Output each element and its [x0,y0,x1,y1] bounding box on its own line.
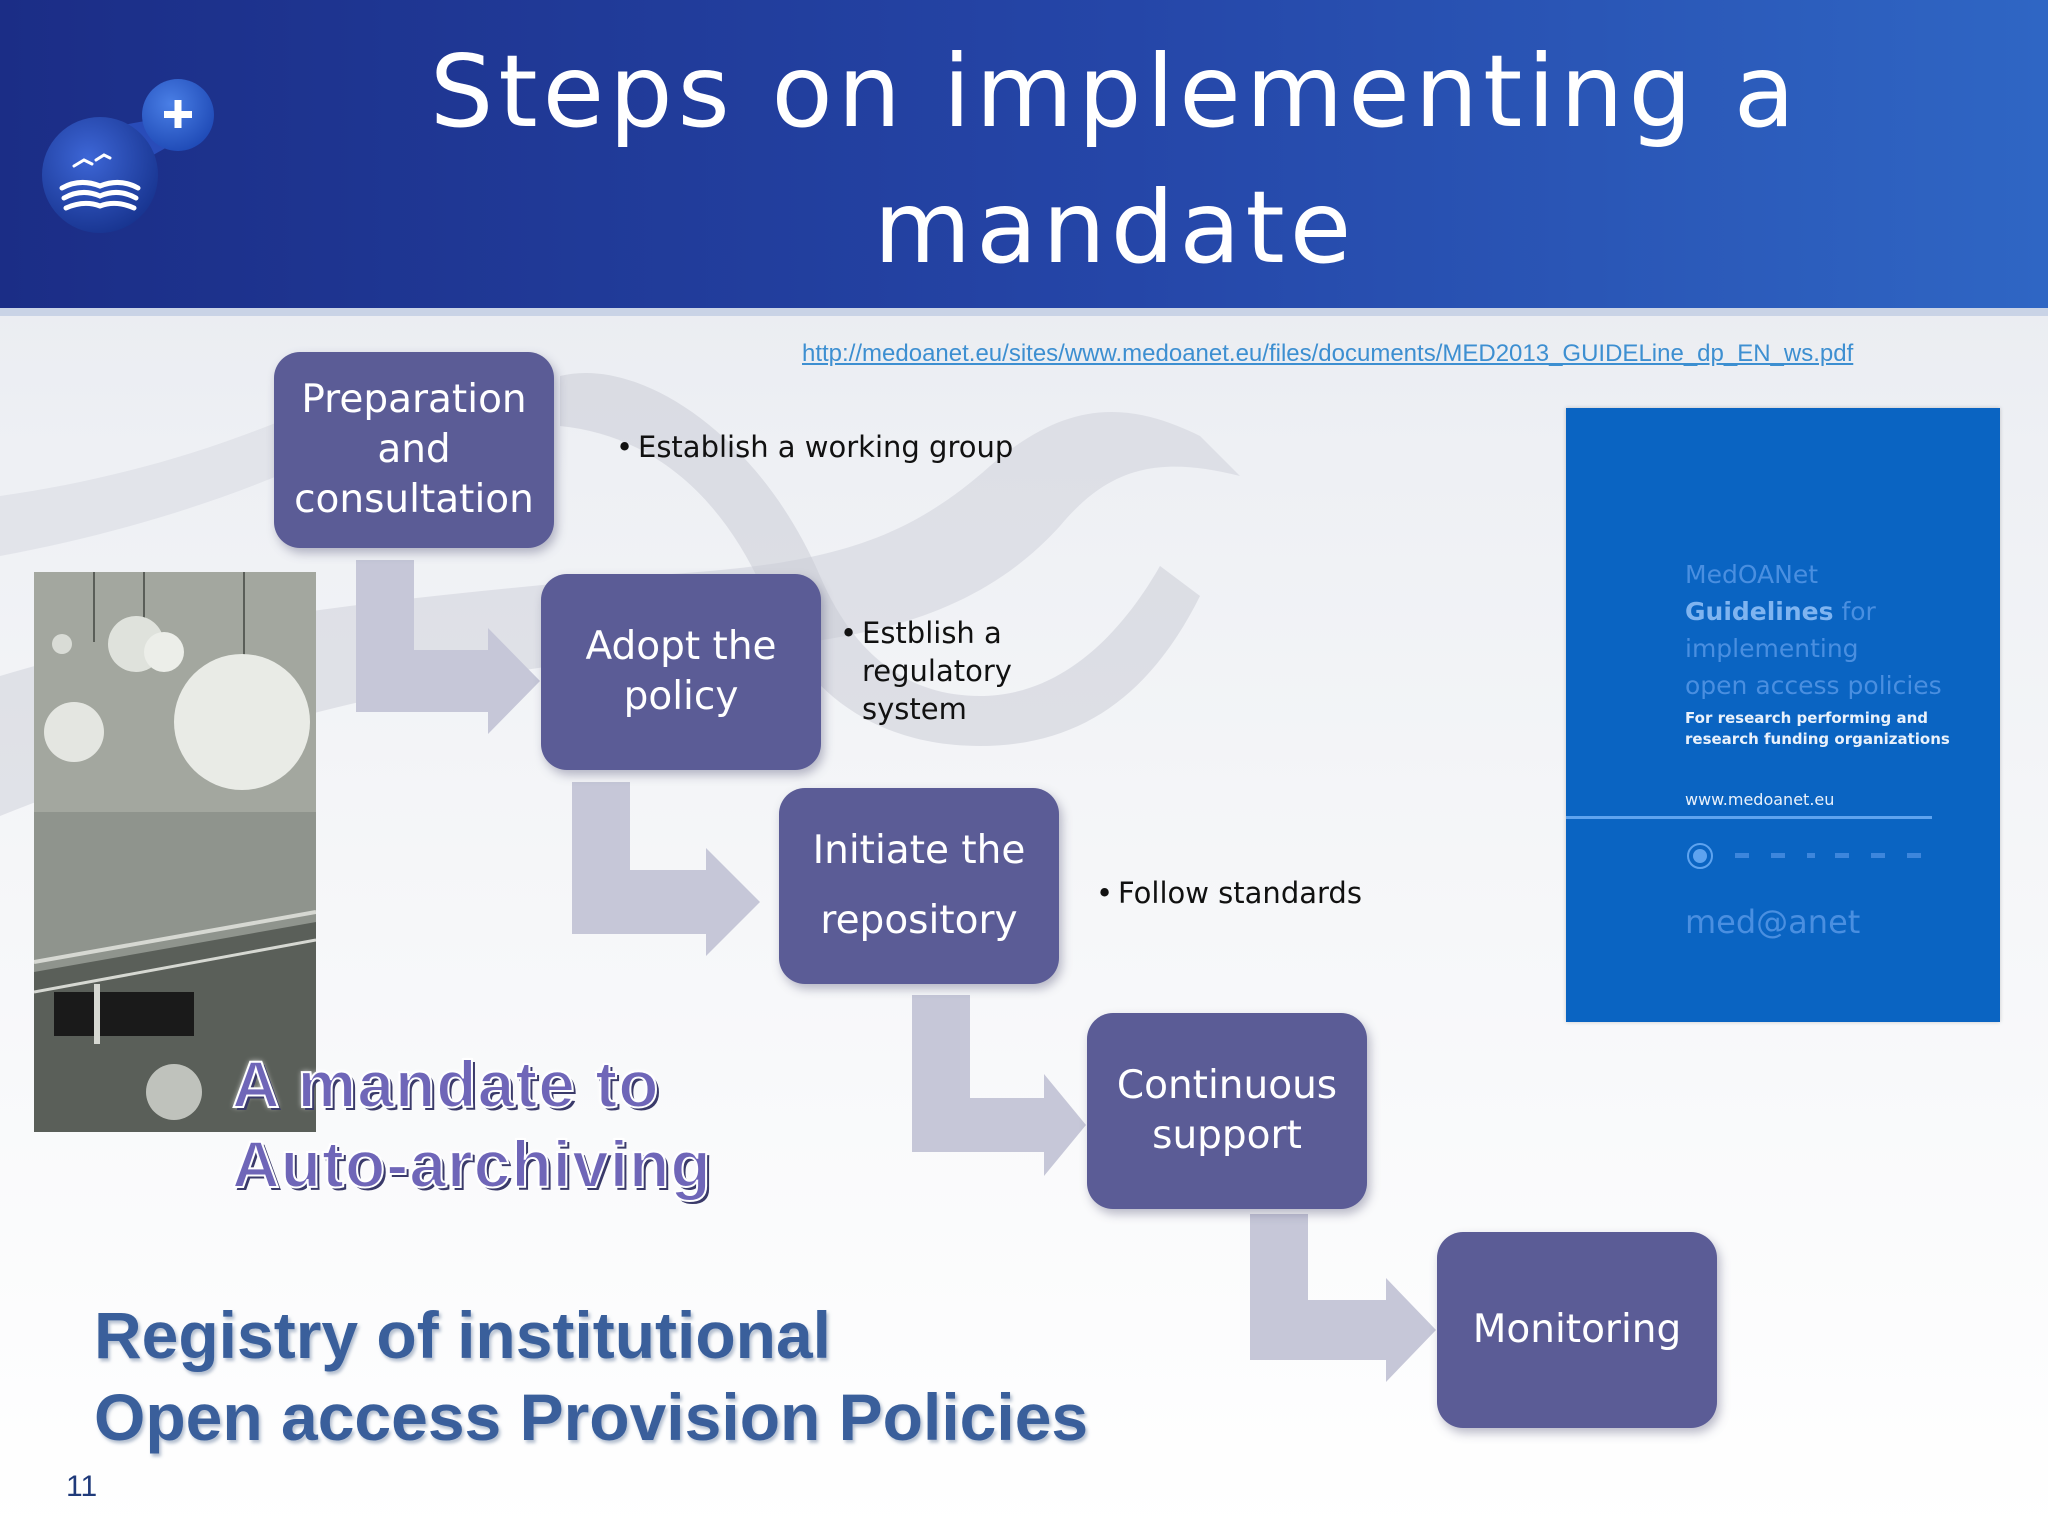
cover-title-line-1: MedOANet [1685,560,1819,589]
cover-brand-logo: med@anet [1685,903,1861,941]
step-monitoring-box: Monitoring [1437,1232,1717,1428]
cover-title-rest: for [1833,597,1876,626]
cover-title-line-3: implementing [1685,634,1859,663]
step-3-bullet: Follow standards [1096,874,1362,912]
plus-icon [164,100,192,128]
page-number: 11 [66,1470,98,1503]
registry-caption-line-1: Registry of institutional [94,1298,832,1372]
hanging-lamps-photo [34,572,316,1132]
cover-title: MedOANet Guidelines for implementing ope… [1685,556,1942,704]
cover-language-dots [1687,843,1921,869]
mandate-caption-line-1: A mandate to [231,1046,660,1122]
guidelines-cover-image: MedOANet Guidelines for implementing ope… [1566,408,2000,1022]
cover-url: www.medoanet.eu [1685,790,1835,809]
cover-title-line-2: Guidelines for [1685,593,1942,630]
step-continuous-support-box: Continuous support [1087,1013,1367,1209]
cover-subtitle-line-1: For research performing and [1685,709,1929,727]
slide-title: Steps on implementing a mandate [429,33,1801,286]
cover-subtitle: For research performing and research fun… [1685,708,1950,750]
cover-title-bold: Guidelines [1685,597,1834,626]
cover-divider [1566,816,1932,819]
arrow-4-to-5 [1250,1214,1436,1382]
mandate-caption: A mandate to Auto-archiving [231,1044,712,1204]
step-preparation-box: Preparation and consultation [274,352,554,548]
medoanet-logo [42,79,214,233]
step-initiate-repository-box: Initiate the repository [779,788,1059,984]
step-1-bullet: Establish a working group [616,428,1013,466]
mandate-caption-line-2: Auto-archiving [231,1126,712,1202]
photo-image [34,572,316,1132]
registry-caption: Registry of institutional Open access Pr… [94,1294,1088,1458]
book-waves-logo [42,117,158,233]
step-adopt-policy-box: Adopt the policy [541,574,821,770]
registry-caption-line-2: Open access Provision Policies [94,1380,1089,1454]
step-2-bullet: Estblish a regulatory system [840,614,1062,728]
source-url-link[interactable]: http://medoanet.eu/sites/www.medoanet.eu… [802,340,1854,367]
cover-title-line-4: open access policies [1685,671,1942,700]
header-bar [0,0,2048,308]
cover-subtitle-line-2: research funding organizations [1685,730,1950,748]
header-divider [0,308,2048,316]
